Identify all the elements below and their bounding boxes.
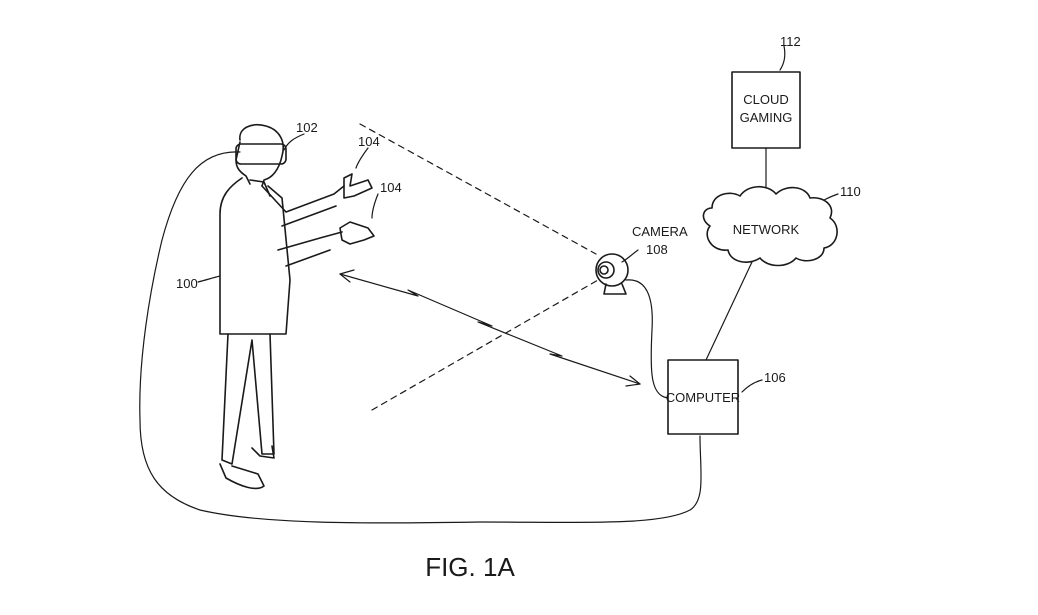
- hmd-headset: [235, 143, 287, 165]
- camera-cable: [625, 279, 669, 399]
- ref-camera: 108: [646, 242, 668, 257]
- ref-hand-upper: 104: [358, 134, 380, 149]
- ref-hmd: 102: [296, 120, 318, 135]
- user-figure: [219, 124, 375, 490]
- camera-view-line-upper: [359, 123, 597, 255]
- network-label: NETWORK: [733, 222, 800, 237]
- network-to-computer-line: [705, 261, 753, 361]
- camera-view-line-lower: [371, 279, 599, 411]
- cloud-gaming-label-line2: GAMING: [740, 110, 793, 125]
- computer-box: [667, 359, 739, 435]
- cloud-gaming-label-line1: CLOUD: [743, 92, 789, 107]
- user-boundary: [139, 151, 702, 524]
- cloud-gaming-box: [731, 71, 801, 149]
- ref-cloud-gaming: 112: [780, 34, 801, 49]
- computer-label: COMPUTER: [666, 390, 740, 405]
- camera-label: CAMERA: [632, 224, 688, 239]
- figure-caption: FIG. 1A: [425, 552, 515, 582]
- camera-icon: [595, 253, 629, 295]
- ref-computer: 106: [764, 370, 786, 385]
- ref-user: 100: [176, 276, 198, 291]
- wireless-link-arrow: [339, 273, 641, 385]
- ref-hand-lower: 104: [380, 180, 402, 195]
- ref-network: 110: [840, 184, 861, 199]
